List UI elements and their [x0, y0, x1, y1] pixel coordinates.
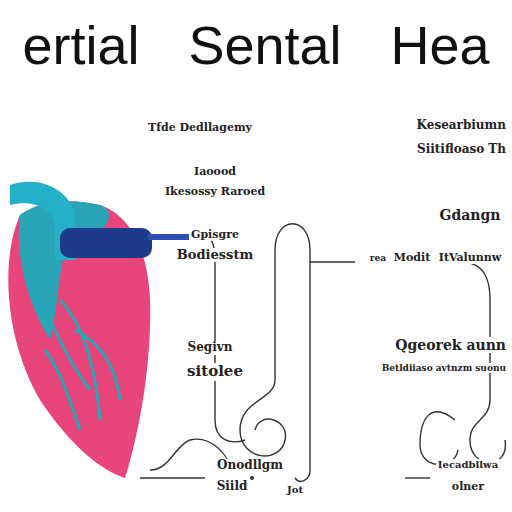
heart-vessels	[30, 260, 120, 430]
aorta-tube	[60, 228, 152, 258]
label-text: rea	[368, 253, 388, 263]
label-text: Kesearbiumn	[415, 119, 508, 133]
label-text: Gpisgre	[189, 229, 241, 242]
label-text: sitolee	[185, 363, 245, 380]
label-text: ItValunnw	[437, 252, 504, 265]
label-text: Iecadbllwa	[436, 459, 500, 471]
label-text: olner	[450, 481, 486, 494]
label-text: Bodiesstm	[175, 248, 255, 263]
label-text: Jot	[285, 484, 305, 496]
label-text: Iaoood	[192, 166, 238, 179]
label-text: Modit	[392, 252, 432, 265]
wire-dot	[250, 476, 254, 480]
label-text: Siitifloaso Th	[415, 143, 508, 157]
label-text: Siild	[215, 480, 250, 494]
label-text: Betldiiaso avtnzm suonu	[380, 363, 508, 373]
label-text: Ikesossy Raroed	[163, 186, 267, 199]
label-text: Qgeorek aunn	[393, 337, 508, 353]
title: ertial Sental Hea	[22, 18, 489, 72]
label-text: Segivn	[186, 341, 235, 355]
label-text: Gdangn	[438, 207, 503, 223]
label-text: Tfde Dedllagemy	[146, 122, 254, 135]
label-text: Onodllgm	[215, 459, 285, 473]
